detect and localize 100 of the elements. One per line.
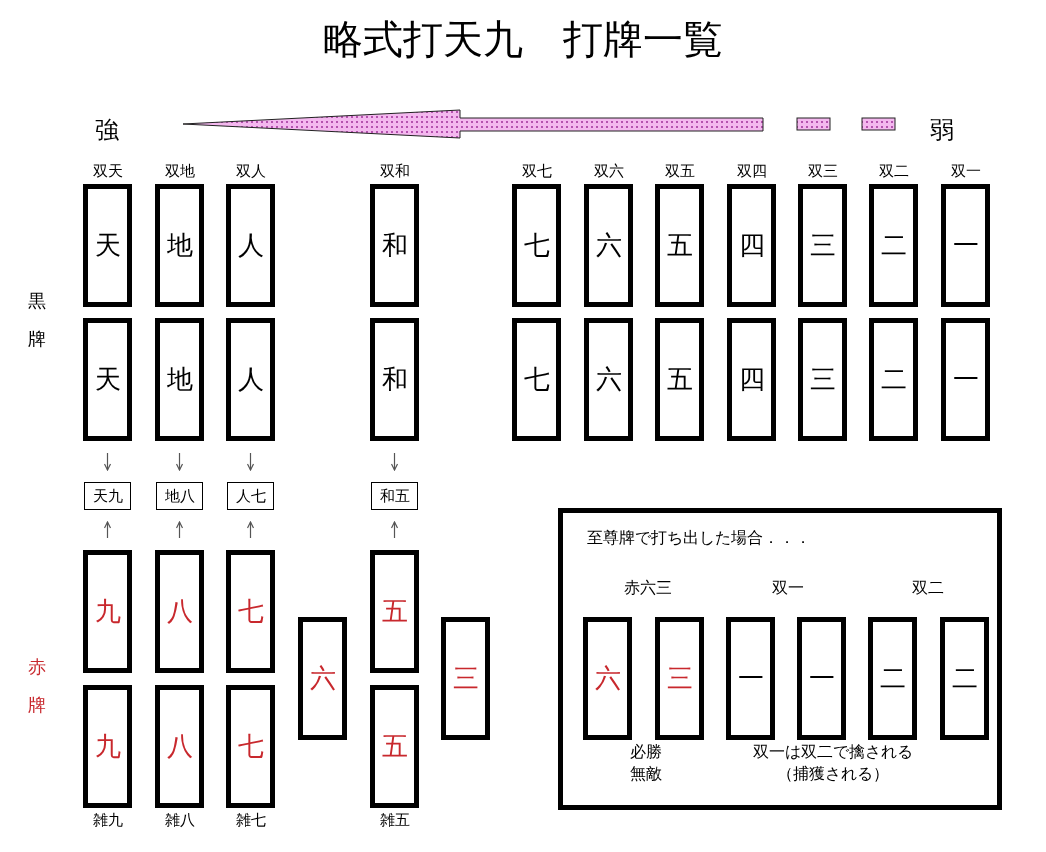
group-label: 双二 [911, 577, 945, 599]
tile [727, 184, 776, 307]
group-label: 赤六三 [623, 577, 673, 599]
tile-character: 八 [166, 595, 193, 628]
arrow [175, 521, 184, 539]
arrow [390, 452, 399, 471]
panel [558, 508, 1002, 810]
tile [441, 617, 490, 740]
tile-name-label: 双六 [592, 162, 625, 181]
tile-character: 一 [952, 363, 979, 396]
tile-name-label: 双四 [735, 162, 768, 181]
tile [583, 617, 632, 740]
tile [226, 318, 275, 441]
tile [155, 685, 204, 808]
tile [940, 617, 989, 740]
tile-name-label: 双地 [163, 162, 196, 181]
tile-character: 七 [523, 363, 550, 396]
strength-label: 強 [95, 115, 119, 146]
tile [655, 318, 704, 441]
tile-character: 四 [738, 229, 765, 262]
tile [370, 318, 419, 441]
tile-name-label: 双人 [234, 162, 267, 181]
tile [726, 617, 775, 740]
tile-character: 三 [666, 662, 693, 695]
tile [727, 318, 776, 441]
panel-heading: 至尊牌で打ち出した場合．．． [587, 527, 812, 549]
tile [83, 550, 132, 673]
tile [370, 184, 419, 307]
combination-name: 天九 [92, 486, 123, 506]
arrow [246, 521, 255, 539]
tile [370, 550, 419, 673]
tile-character: 和 [381, 363, 408, 396]
tile [83, 318, 132, 441]
tile-name-label: 双二 [877, 162, 910, 181]
tile-character: 二 [951, 662, 978, 695]
tile-character: 五 [381, 595, 408, 628]
tile-character: 地 [166, 363, 193, 396]
tile [155, 184, 204, 307]
tile-name-label: 双天 [91, 162, 124, 181]
tile [512, 318, 561, 441]
combination-name: 地八 [164, 486, 195, 506]
tile [941, 184, 990, 307]
tile [298, 617, 347, 740]
tile-character: 八 [166, 730, 193, 763]
tile [584, 184, 633, 307]
note: 双一は双二で擒される（捕獲される） [752, 741, 914, 785]
tile-character: 人 [237, 363, 264, 396]
tile [226, 685, 275, 808]
tile-name-label: 雑七 [234, 811, 267, 830]
arrow [103, 521, 112, 539]
tile-character: 一 [952, 229, 979, 262]
tile [655, 184, 704, 307]
tile [512, 184, 561, 307]
tile-character: 六 [595, 363, 622, 396]
combination-box [156, 482, 203, 510]
tile-name-label: 双一 [949, 162, 982, 181]
tile-character: 五 [666, 363, 693, 396]
tile [798, 184, 847, 307]
arrow [246, 452, 255, 471]
tile [655, 617, 704, 740]
tile-character: 五 [666, 229, 693, 262]
tile-character: 人 [237, 229, 264, 262]
tile-character: 天 [94, 229, 121, 262]
tile-name-label: 双七 [520, 162, 553, 181]
row-label: 赤牌 [28, 655, 47, 717]
tile-character: 四 [738, 363, 765, 396]
arrow [390, 521, 399, 539]
tile-name-label: 雑八 [163, 811, 196, 830]
tile-character: 和 [381, 229, 408, 262]
tile-character: 九 [94, 595, 121, 628]
tile [797, 617, 846, 740]
row-label: 黒牌 [28, 289, 47, 351]
tile-name-label: 双三 [806, 162, 839, 181]
tile [869, 318, 918, 441]
note: 必勝無敵 [629, 741, 663, 785]
tile-character: 三 [809, 229, 836, 262]
combination-name: 人七 [235, 486, 266, 506]
tile [83, 685, 132, 808]
tile-character: 三 [809, 363, 836, 396]
group-label: 双一 [771, 577, 805, 599]
tile [869, 184, 918, 307]
combination-box [84, 482, 131, 510]
tile-character: 六 [594, 662, 621, 695]
tile [798, 318, 847, 441]
tile-name-label: 双和 [378, 162, 411, 181]
tile [155, 550, 204, 673]
tile-character: 二 [879, 662, 906, 695]
tile-name-label: 双五 [663, 162, 696, 181]
tile [226, 550, 275, 673]
arrow [103, 452, 112, 471]
tile-character: 天 [94, 363, 121, 396]
tile [868, 617, 917, 740]
tile-character: 七 [237, 730, 264, 763]
tile-character: 六 [595, 229, 622, 262]
strength-label: 弱 [930, 115, 954, 146]
combination-box [227, 482, 274, 510]
tile-character: 七 [523, 229, 550, 262]
combination-box [371, 482, 418, 510]
tile-character: 二 [880, 229, 907, 262]
arrow [175, 452, 184, 471]
